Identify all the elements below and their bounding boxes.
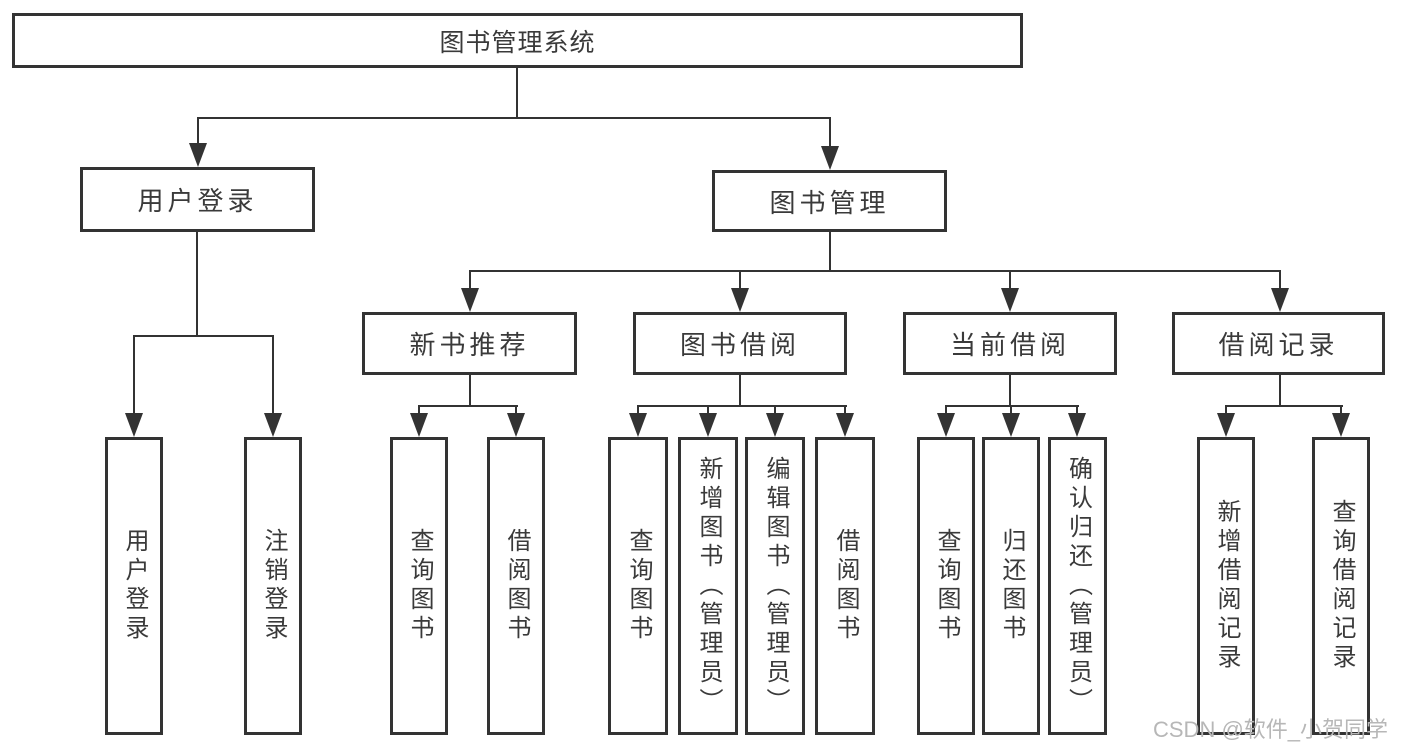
leaf-return-books: 归还图书	[982, 437, 1040, 735]
connector-records-stem	[1279, 375, 1281, 405]
arrowhead-leaf-borrow-books-1	[507, 413, 525, 437]
leaf-borrow-books-1: 借阅图书	[487, 437, 545, 735]
connector-book-mgmt-drop	[829, 117, 831, 148]
leaf-add-borrow-record: 新增借阅记录	[1197, 437, 1255, 735]
leaf-query-books-3-label: 查询图书	[933, 528, 960, 644]
node-book-management-label: 图书管理	[769, 187, 890, 218]
leaf-query-books-3: 查询图书	[917, 437, 975, 735]
arrowhead-borrowing	[731, 288, 749, 312]
leaf-query-books-2-label: 查询图书	[625, 528, 652, 644]
connector-current-drop	[1009, 270, 1011, 290]
leaf-query-borrow-record: 查询借阅记录	[1312, 437, 1370, 735]
leaf-query-books-1-label: 查询图书	[406, 528, 433, 644]
arrowhead-current	[1001, 288, 1019, 312]
connector-leaf-drop	[844, 405, 846, 415]
leaf-user-login-label: 用户登录	[121, 528, 148, 644]
leaf-return-books-label: 归还图书	[998, 528, 1025, 644]
arrowhead-leaf-confirm-return	[1068, 413, 1086, 437]
connector-user-login-drop	[197, 117, 199, 146]
connector-leaf-drop	[1076, 405, 1078, 415]
leaf-query-books-1: 查询图书	[390, 437, 448, 735]
leaf-query-books-2: 查询图书	[608, 437, 668, 735]
node-current-borrowing-label: 当前借阅	[949, 330, 1070, 360]
leaf-add-borrow-record-label: 新增借阅记录	[1213, 499, 1240, 673]
node-user-login: 用户登录	[80, 167, 315, 232]
leaf-add-books-admin-label: 新增图书（管理员）	[695, 455, 722, 717]
connector-records-drop	[1279, 270, 1281, 290]
arrowhead-leaf-borrow-books-2	[836, 413, 854, 437]
connector-user-login-bus	[133, 335, 274, 337]
connector-records-bus	[1225, 405, 1343, 407]
node-new-book-recommend-label: 新书推荐	[409, 330, 530, 360]
connector-leaf-drop	[945, 405, 947, 415]
node-root: 图书管理系统	[12, 13, 1023, 68]
arrowhead-leaf-query-books-3	[937, 413, 955, 437]
connector-leaf-drop	[515, 405, 517, 415]
arrowhead-book-mgmt	[821, 146, 839, 170]
node-user-login-label: 用户登录	[137, 186, 258, 216]
connector-new-book-bus	[418, 405, 518, 407]
arrowhead-leaf-login	[125, 413, 143, 437]
connector-borrowing-drop	[739, 270, 741, 290]
node-borrowing-records-label: 借阅记录	[1218, 330, 1339, 360]
leaf-logout: 注销登录	[244, 437, 302, 735]
arrowhead-leaf-add-books	[699, 413, 717, 437]
node-book-management: 图书管理	[712, 170, 947, 232]
arrowhead-records	[1271, 288, 1289, 312]
leaf-edit-books-admin: 编辑图书（管理员）	[745, 437, 805, 735]
node-new-book-recommend: 新书推荐	[362, 312, 577, 375]
leaf-logout-label: 注销登录	[260, 528, 287, 644]
leaf-borrow-books-2-label: 借阅图书	[832, 528, 859, 644]
connector-current-bus	[945, 405, 1079, 407]
arrowhead-leaf-return-books	[1002, 413, 1020, 437]
connector-leaf-drop	[418, 405, 420, 415]
leaf-confirm-return-admin-label: 确认归还（管理员）	[1064, 455, 1092, 717]
leaf-edit-books-admin-label: 编辑图书（管理员）	[762, 455, 789, 717]
node-book-borrowing-label: 图书借阅	[679, 330, 800, 360]
connector-leaf-drop	[1225, 405, 1227, 415]
arrowhead-new-book	[461, 288, 479, 312]
connector-leaf-drop	[774, 405, 776, 415]
leaf-borrow-books-1-label: 借阅图书	[503, 528, 530, 644]
connector-user-login-stem	[196, 232, 198, 335]
connector-borrowing-bus	[637, 405, 847, 407]
node-borrowing-records: 借阅记录	[1172, 312, 1385, 375]
connector-new-book-stem	[469, 375, 471, 405]
connector-leaf-drop	[637, 405, 639, 415]
arrowhead-leaf-edit-books	[766, 413, 784, 437]
watermark: CSDN @软件_小贺同学	[1153, 717, 1389, 742]
connector-leaf-drop	[707, 405, 709, 415]
connector-book-mgmt-stem	[829, 232, 831, 270]
leaf-borrow-books-2: 借阅图书	[815, 437, 875, 735]
arrowhead-leaf-logout	[264, 413, 282, 437]
connector-leaf-login-drop	[133, 335, 135, 415]
arrowhead-user-login	[189, 143, 207, 167]
node-book-borrowing: 图书借阅	[633, 312, 847, 375]
leaf-confirm-return-admin: 确认归还（管理员）	[1048, 437, 1107, 735]
connector-current-stem	[1009, 375, 1011, 405]
arrowhead-leaf-add-record	[1217, 413, 1235, 437]
connector-leaf-logout-drop	[272, 335, 274, 415]
arrowhead-leaf-query-books-1	[410, 413, 428, 437]
connector-new-book-drop	[469, 270, 471, 290]
node-current-borrowing: 当前借阅	[903, 312, 1117, 375]
leaf-user-login: 用户登录	[105, 437, 163, 735]
leaf-add-books-admin: 新增图书（管理员）	[678, 437, 738, 735]
connector-leaf-drop	[1340, 405, 1342, 415]
leaf-query-borrow-record-label: 查询借阅记录	[1328, 499, 1355, 673]
connector-level3-bus	[469, 270, 1281, 272]
connector-leaf-drop	[1010, 405, 1012, 415]
node-root-label: 图书管理系统	[439, 28, 596, 57]
connector-root-stem	[516, 68, 518, 117]
connector-level2-bus	[197, 117, 831, 119]
arrowhead-leaf-query-record	[1332, 413, 1350, 437]
arrowhead-leaf-query-books-2	[629, 413, 647, 437]
connector-borrowing-stem	[739, 375, 741, 405]
